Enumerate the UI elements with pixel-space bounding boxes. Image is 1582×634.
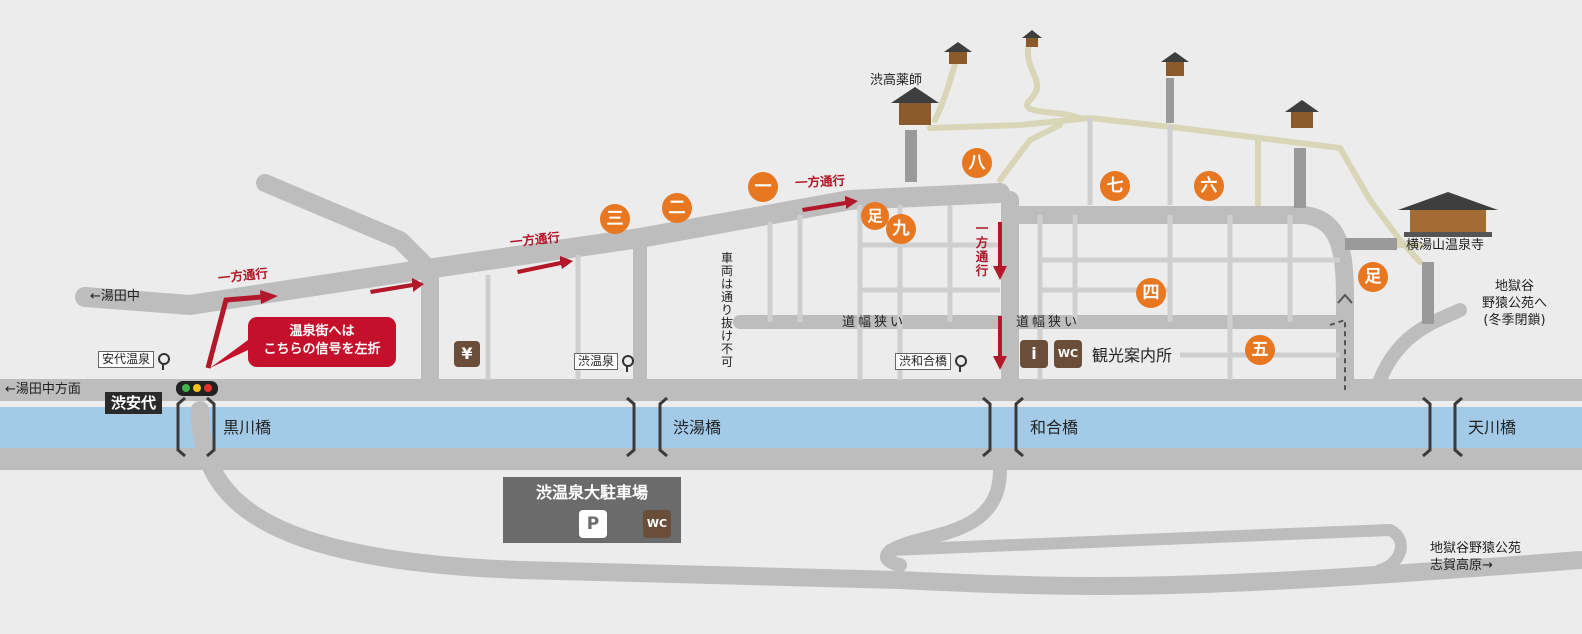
bridge-amakawa: 天川橋	[1468, 418, 1517, 437]
bus-stop-shibu-onsen: 渋温泉	[574, 352, 635, 372]
parking-lot: 渋温泉大駐車場 P WC	[503, 477, 681, 543]
public-bath-7: 七	[1100, 171, 1130, 201]
yudanaka-label: ←湯田中	[90, 289, 140, 304]
public-bath-9: 九	[886, 214, 916, 244]
tourist-info-label: 観光案内所	[1092, 346, 1173, 365]
bus-stop-pin-icon	[622, 355, 635, 372]
notice-pointer	[210, 340, 248, 368]
left-turn-notice: 温泉街へは こちらの信号を左折	[248, 317, 396, 367]
jigokudani-line-2: 野猿公苑へ	[1482, 296, 1548, 311]
public-bath-3: 三	[600, 204, 630, 234]
bridge-wago: 和合橋	[1030, 418, 1079, 437]
bus-stop-label: 渋温泉	[574, 352, 619, 370]
traffic-light-icon	[176, 381, 218, 396]
alleys	[485, 118, 1340, 380]
public-bath-5: 五	[1245, 335, 1275, 365]
temple-icons	[891, 30, 1498, 237]
one-way-arrows	[205, 196, 1007, 370]
narrow-road-label: 道幅狭い	[842, 315, 907, 330]
parking-title: 渋温泉大駐車場	[535, 483, 648, 502]
restroom-icon: WC	[643, 510, 671, 538]
notice-line-2: こちらの信号を左折	[263, 342, 381, 357]
roads	[0, 174, 1582, 595]
jigokudani-bottom-line-2: 志賀高原→	[1430, 558, 1493, 573]
bridge-shibuyu: 渋湯橋	[673, 418, 722, 437]
jigokudani-bottom-line-1: 地獄谷野猿公苑	[1430, 541, 1522, 556]
footbath-icon: 足	[861, 202, 889, 230]
stairs	[905, 78, 1434, 324]
notice-line-1: 温泉街へは	[289, 324, 355, 339]
shibu-takayakushi-label: 渋高薬師	[870, 73, 923, 88]
one-way-vertical-label: 一方通行	[975, 221, 989, 278]
yokoyu-temple-label: 横湯山温泉寺	[1406, 238, 1485, 253]
public-bath-4: 四	[1136, 278, 1166, 308]
bus-stop-pin-icon	[158, 353, 171, 370]
atm-icon: ¥	[454, 341, 480, 367]
jigokudani-line-1: 地獄谷	[1495, 279, 1535, 294]
tourist-information: i WC 観光案内所	[1020, 340, 1172, 368]
narrow-road-label: 道幅狭い	[1016, 315, 1081, 330]
station-shibu-andai: 渋安代	[105, 392, 163, 414]
bus-stop-shibu-wagobashi: 渋和合橋	[895, 352, 968, 372]
one-way-label: 一方通行	[794, 172, 846, 191]
public-bath-8: 八	[962, 148, 992, 178]
bridge-kurokawa: 黒川橋	[223, 418, 272, 437]
info-icon: i	[1020, 340, 1048, 368]
river	[0, 407, 1582, 449]
footbath-icon: 足	[1358, 262, 1388, 292]
yudanaka-direction-label: ←湯田中方面	[5, 382, 81, 397]
bridge-brackets	[176, 396, 1463, 458]
no-through-traffic-label: 車両は通り抜け不可	[720, 251, 733, 369]
public-bath-2: 二	[662, 193, 692, 223]
public-bath-1: 一	[748, 172, 778, 202]
jigokudani-line-3: (冬季閉鎖)	[1483, 313, 1546, 328]
bus-stop-label: 安代温泉	[98, 350, 155, 368]
bus-stop-andai-onsen: 安代温泉	[98, 350, 171, 370]
jigokudani-top-label: 地獄谷 野猿公苑へ (冬季閉鎖)	[1482, 278, 1547, 329]
public-bath-6: 六	[1194, 171, 1224, 201]
parking-icon: P	[579, 510, 607, 538]
jigokudani-shiga-label: 地獄谷野猿公苑 志賀高原→	[1430, 540, 1521, 574]
restroom-icon: WC	[1054, 340, 1082, 368]
bus-stop-label: 渋和合橋	[895, 352, 952, 370]
bus-stop-pin-icon	[955, 355, 968, 372]
